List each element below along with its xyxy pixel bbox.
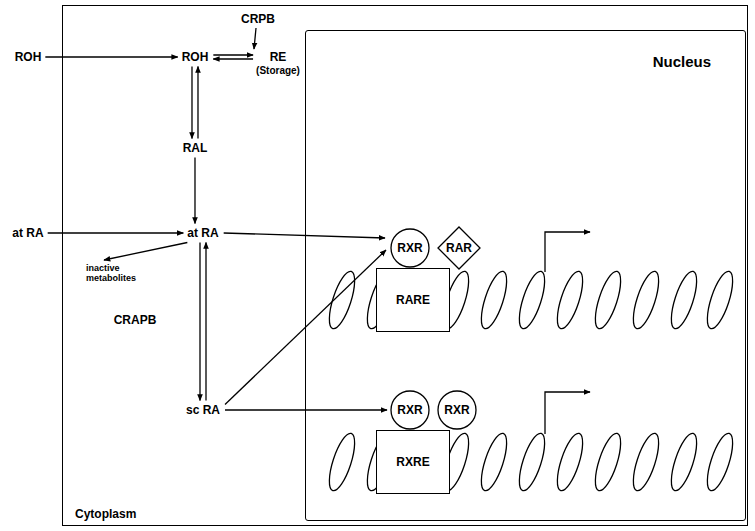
helix-turn bbox=[476, 431, 512, 494]
node-text: (Storage) bbox=[256, 64, 300, 77]
reaction-arrow bbox=[225, 409, 387, 410]
node-text: RARE bbox=[396, 294, 430, 307]
node-text: RXRE bbox=[396, 456, 429, 469]
helix-turn bbox=[666, 431, 702, 494]
helix-turn bbox=[590, 269, 626, 332]
node-text: sc RA bbox=[186, 404, 220, 417]
protein-label: CRPB bbox=[239, 12, 277, 27]
node-text: ROH bbox=[15, 51, 42, 64]
reaction-arrow bbox=[213, 58, 253, 59]
helix-turn bbox=[666, 269, 702, 332]
reaction-arrow bbox=[191, 67, 192, 139]
node-text: RXR bbox=[397, 404, 422, 417]
helix-turn bbox=[552, 269, 588, 332]
enzyme-arrow bbox=[254, 28, 256, 49]
node-text: at RA bbox=[187, 227, 218, 240]
transcription-arrow bbox=[545, 392, 590, 434]
helix-turn bbox=[324, 431, 360, 494]
helix-turn bbox=[514, 431, 550, 494]
receptor-circle: RXR bbox=[437, 390, 477, 430]
node-text: RAL bbox=[183, 142, 208, 155]
node-text: at RA bbox=[12, 227, 43, 240]
reaction-arrow bbox=[213, 54, 253, 55]
helix-turn bbox=[628, 269, 664, 332]
molecule-label: at RA bbox=[10, 226, 45, 241]
reaction-arrow bbox=[199, 243, 200, 401]
region-title: Cytoplasm bbox=[75, 508, 136, 521]
storage-label: RE(Storage) bbox=[254, 50, 302, 78]
molecule-label: ROH bbox=[180, 50, 211, 65]
transcription-arrow bbox=[545, 232, 590, 272]
dna-helix bbox=[324, 269, 738, 494]
helix-turn bbox=[628, 431, 664, 494]
reaction-arrow bbox=[194, 158, 195, 224]
helix-turn bbox=[590, 431, 626, 494]
metabolite-label: inactive metabolites bbox=[84, 262, 148, 284]
node-text: RXR bbox=[397, 242, 422, 255]
helix-turn bbox=[702, 431, 738, 494]
node-text: inactive metabolites bbox=[86, 263, 146, 283]
helix-turn bbox=[476, 269, 512, 332]
receptor-diamond: RAR bbox=[437, 226, 481, 270]
molecule-label: RAL bbox=[181, 141, 210, 156]
reaction-arrow bbox=[205, 243, 206, 401]
node-text: RXR bbox=[444, 404, 469, 417]
node-text: RAR bbox=[446, 242, 472, 255]
nucleus-region: NucleusRXR RAR RARE RXR RXR RXRE bbox=[305, 30, 746, 521]
reaction-arrow bbox=[104, 243, 187, 261]
response-element-box: RARE bbox=[376, 268, 450, 332]
helix-turn bbox=[514, 269, 550, 332]
protein-label: CRAPB bbox=[112, 313, 159, 328]
region-title: Nucleus bbox=[653, 53, 711, 70]
helix-turn bbox=[552, 431, 588, 494]
node-text: RE bbox=[256, 51, 300, 64]
receptor-circle: RXR bbox=[390, 390, 430, 430]
helix-turn bbox=[324, 269, 360, 332]
cytoplasm-region: Cytoplasm ROH RE(Storage) RAL at RA inactive … bbox=[62, 5, 748, 526]
molecule-label: ROH bbox=[13, 50, 44, 65]
response-element-box: RXRE bbox=[376, 430, 450, 494]
helix-turn bbox=[702, 269, 738, 332]
reaction-arrow bbox=[45, 56, 177, 57]
molecule-label: sc RA bbox=[184, 403, 222, 418]
reaction-arrow bbox=[197, 67, 198, 139]
node-text: ROH bbox=[182, 51, 209, 64]
receptor-circle: RXR bbox=[390, 228, 430, 268]
reaction-arrow bbox=[48, 232, 184, 233]
molecule-label: at RA bbox=[185, 226, 220, 241]
